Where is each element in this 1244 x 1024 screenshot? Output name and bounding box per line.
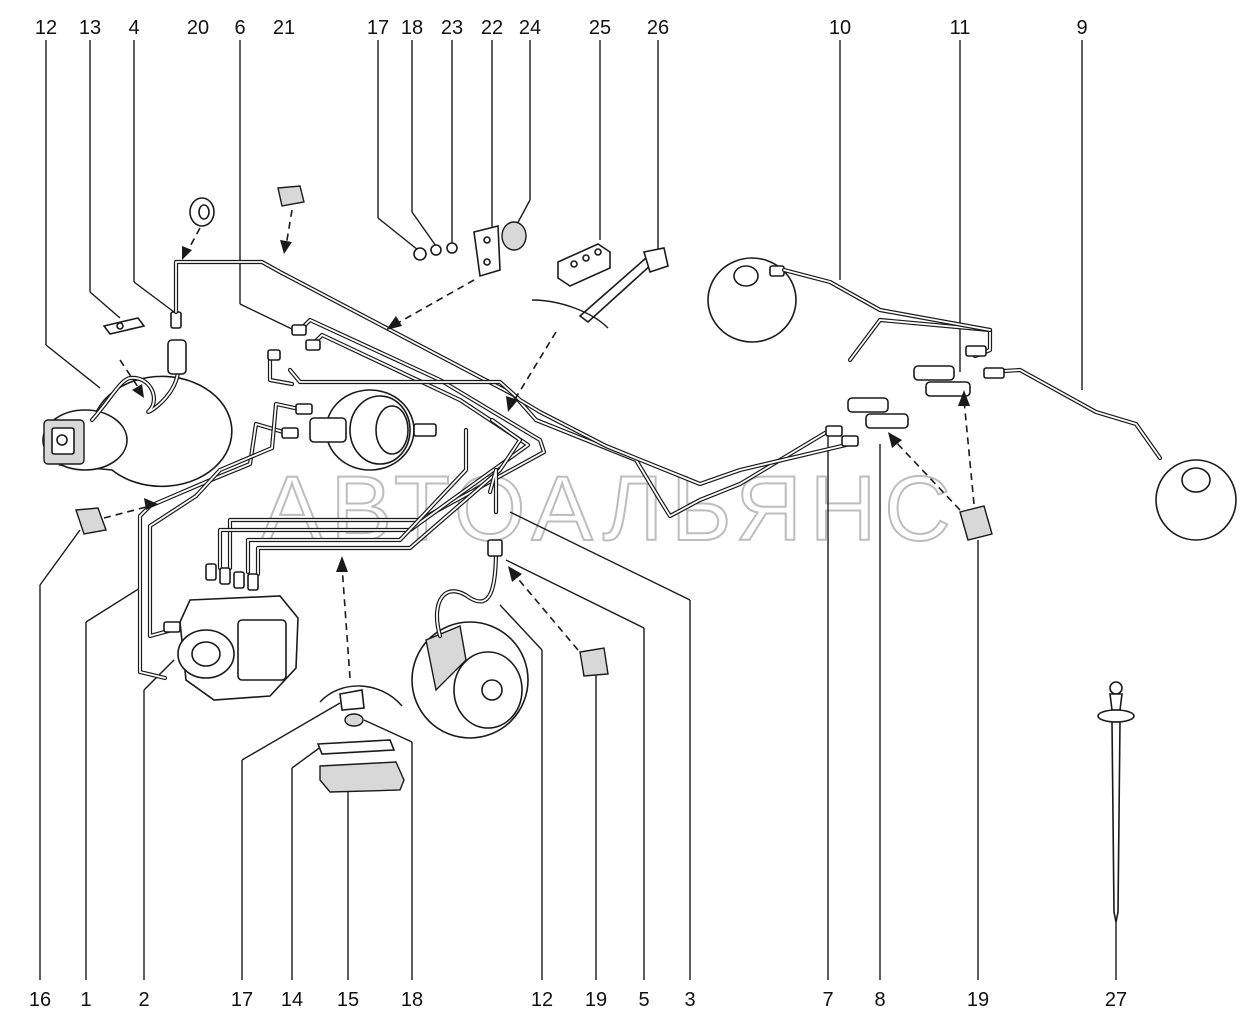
label-26: 26 <box>647 17 669 39</box>
label-24: 24 <box>519 17 541 39</box>
clip-19-front <box>579 647 609 677</box>
label-18-top: 18 <box>401 17 423 39</box>
clip-21 <box>277 185 305 207</box>
pipe-unions-6 <box>267 324 321 439</box>
label-25: 25 <box>589 17 611 39</box>
label-17-bottom: 17 <box>231 989 253 1011</box>
label-3: 3 <box>684 989 695 1011</box>
label-1: 1 <box>80 989 91 1011</box>
label-19-rear: 19 <box>967 989 989 1011</box>
label-9: 9 <box>1076 17 1087 39</box>
label-4: 4 <box>128 17 139 39</box>
leader-lines-top <box>45 40 1083 390</box>
assembly-arrows <box>103 209 975 707</box>
bracket-13 <box>102 317 146 335</box>
label-27: 27 <box>1105 989 1127 1011</box>
label-11: 11 <box>950 17 971 39</box>
strap-26 <box>578 247 669 324</box>
label-6: 6 <box>234 17 245 39</box>
brake-booster <box>309 389 437 471</box>
clamp-15 <box>319 761 405 793</box>
label-19-front: 19 <box>585 989 607 1011</box>
brake-pipes <box>137 259 993 681</box>
label-12-top: 12 <box>35 17 57 39</box>
bracket-14 <box>316 739 396 755</box>
watermark: АВТОАЛЬЯНС <box>261 458 959 560</box>
abs-hydraulic-unit <box>163 563 299 701</box>
bracket-22 <box>473 224 501 278</box>
clip-19-rear <box>959 505 993 541</box>
clip-16 <box>75 507 107 535</box>
rivet-27 <box>1097 681 1135 923</box>
label-14: 14 <box>281 989 303 1011</box>
rear-hoses <box>825 345 1005 447</box>
label-21: 21 <box>273 17 295 39</box>
grommet-20 <box>189 197 215 227</box>
label-22: 22 <box>481 17 503 39</box>
label-23: 23 <box>441 17 463 39</box>
washer-24 <box>501 221 527 251</box>
labels-bottom: 16 1 2 17 14 15 18 12 19 5 3 7 8 19 27 <box>29 989 1127 1011</box>
rear-right-brake-drum <box>1155 459 1237 541</box>
front-right-brake-disc <box>411 621 529 739</box>
fasteners-17-18-23 <box>413 242 458 261</box>
label-2: 2 <box>138 989 149 1011</box>
front-left-hose <box>89 311 187 423</box>
washer-18-lower <box>344 713 364 727</box>
label-15: 15 <box>337 989 359 1011</box>
rear-pipes <box>781 267 1163 461</box>
grommet-17-lower <box>339 689 365 711</box>
front-right-hose <box>434 539 503 639</box>
label-5: 5 <box>638 989 649 1011</box>
labels-top: 12 13 4 20 6 21 17 18 23 22 24 25 26 10 … <box>35 17 1088 39</box>
label-18-bottom: 18 <box>401 989 423 1011</box>
rear-left-brake-drum <box>707 257 797 343</box>
label-13: 13 <box>79 17 101 39</box>
label-7: 7 <box>822 989 833 1011</box>
label-12-bottom: 12 <box>531 989 553 1011</box>
label-17-top: 17 <box>367 17 389 39</box>
block-clip-25 <box>557 243 611 287</box>
label-10: 10 <box>829 17 851 39</box>
label-16: 16 <box>29 989 51 1011</box>
label-8: 8 <box>874 989 885 1011</box>
label-20: 20 <box>187 17 209 39</box>
leader-lines-bottom <box>39 430 1117 980</box>
